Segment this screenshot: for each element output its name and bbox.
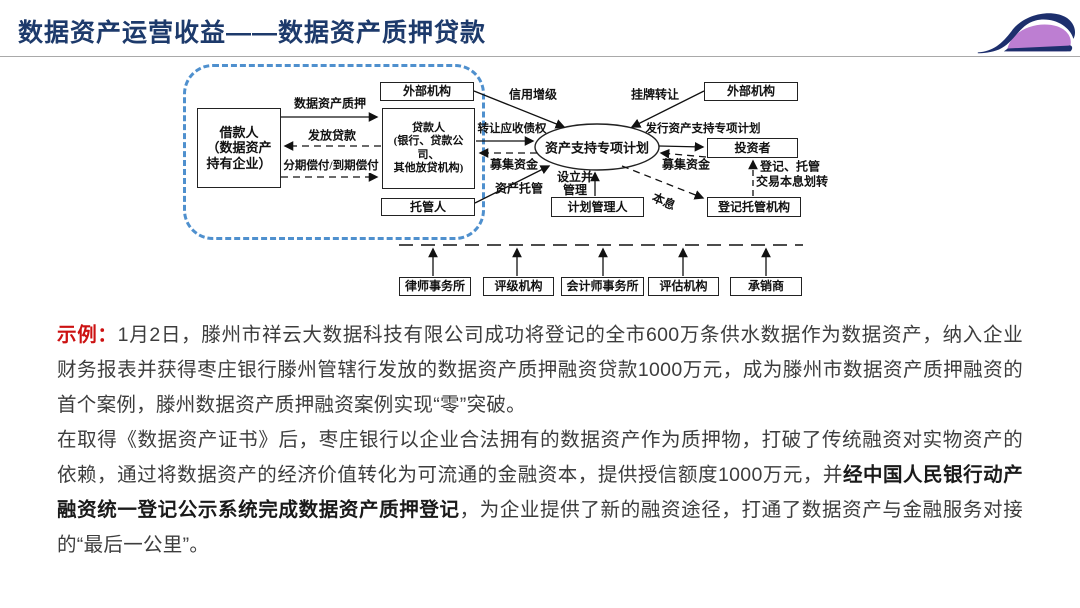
box-appraisal-agency: 评估机构 (648, 277, 719, 296)
detail-text-bold: 经中国人民银行动产融资统一登记公示系统完成数据资产质押登记 (57, 464, 1023, 521)
example-text: 1月2日，滕州市祥云大数据科技有限公司成功将登记的全市600万条供水数据作为数据… (57, 324, 1024, 416)
detail-text-2: ，为企业提供了新的融资途径，打通了数据资产与金融服务对接的“最后一公里”。 (57, 499, 1023, 556)
label-issue-plan: 发行资产支持专项计划 (645, 123, 761, 135)
header-divider (0, 56, 1080, 57)
label-credit-enhancement: 信用增级 (508, 87, 558, 102)
label-register-custody: 登记、托管 (760, 159, 821, 174)
label-issue-loan: 发放贷款 (306, 126, 358, 144)
ellipse-asset-backed-plan: 资产支持专项计划 (544, 140, 650, 156)
example-paragraph: 示例：1月2日，滕州市祥云大数据科技有限公司成功将登记的全市600万条供水数据作… (57, 318, 1023, 423)
detail-text-1: 在取得《数据资产证书》后，枣庄银行以企业合法拥有的数据资产作为质押物，打破了传统… (57, 429, 1023, 486)
label-interest-transfer: 交易本息划转 (756, 174, 829, 189)
box-accounting-firm: 会计师事务所 (561, 277, 644, 296)
body-text: 示例：1月2日，滕州市祥云大数据科技有限公司成功将登记的全市600万条供水数据作… (57, 318, 1023, 563)
example-label: 示例： (57, 324, 118, 346)
box-lender: 贷款人 (银行、贷款公司、 其他放贷机构) (382, 108, 475, 189)
diagram-connectors (281, 90, 803, 276)
box-rating-agency: 评级机构 (483, 277, 554, 296)
label-setup-manage: 设立并 管理 (556, 169, 594, 197)
label-asset-custody: 资产托管 (494, 181, 544, 196)
box-borrower: 借款人 （数据资产 持有企业） (197, 108, 281, 188)
label-data-asset-pledge: 数据资产质押 (292, 94, 368, 112)
label-listing-transfer: 挂牌转让 (630, 87, 680, 102)
label-transfer-receivables: 转让应收债权 (477, 123, 547, 135)
box-investor: 投资者 (707, 138, 798, 158)
box-registry: 登记托管机构 (707, 197, 801, 217)
box-law-firm: 律师事务所 (399, 277, 471, 296)
box-custodian: 托管人 (381, 198, 475, 216)
asset-securitization-diagram: 外部机构 借款人 （数据资产 持有企业） 贷款人 (银行、贷款公司、 其他放贷机… (0, 58, 1080, 310)
label-raised-funds-right: 募集资金 (661, 157, 711, 172)
box-plan-manager: 计划管理人 (551, 197, 644, 217)
box-external-org-left: 外部机构 (380, 82, 474, 101)
page-title: 数据资产运营收益——数据资产质押贷款 (18, 19, 487, 47)
label-repayment: 分期偿付/到期偿付 (282, 157, 380, 173)
wave-logo-icon (977, 13, 1076, 54)
box-external-org-right: 外部机构 (704, 82, 798, 101)
label-raised-funds-left: 募集资金 (489, 157, 539, 172)
box-underwriter: 承销商 (730, 277, 802, 296)
detail-paragraph: 在取得《数据资产证书》后，枣庄银行以企业合法拥有的数据资产作为质押物，打破了传统… (57, 423, 1023, 563)
